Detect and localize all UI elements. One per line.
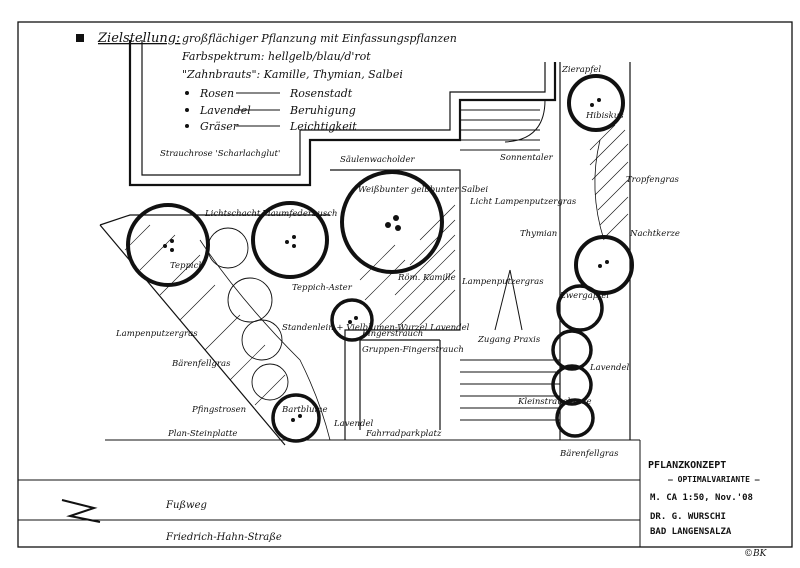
- shrub-row-3: [555, 398, 595, 438]
- plant-symbols: [126, 74, 634, 443]
- label-plan-steinplatte: Plan-Steinplatte: [167, 429, 237, 439]
- central-hatching: [359, 204, 456, 326]
- label-baerenfell-2: Bärenfellgras: [559, 449, 619, 459]
- label-tropfengras: Tropfengras: [626, 175, 680, 185]
- goals-block: Zielstellung: großflächiger Pflanzung mi…: [76, 31, 457, 133]
- place-text: BAD LANGENSALZA: [650, 527, 732, 537]
- right-strip-hatching: [589, 124, 629, 239]
- label-licht-lampen: Licht Lampenputzergras: [469, 197, 577, 207]
- label-zugang: Zugang Praxis: [477, 335, 541, 345]
- shrub-small: [330, 298, 374, 342]
- label-baerenfell-1: Bärenfellgras: [171, 359, 231, 369]
- scale-text: M. CA 1:50, Nov.'08: [650, 493, 753, 503]
- triangle-hatching: [124, 224, 286, 406]
- label-zwergapfel: Zwergapfel: [559, 291, 609, 301]
- goal-line-5: Lavendel: [199, 104, 251, 117]
- sheet-border: [17, 21, 793, 548]
- goal-meaning-1: Rosenstadt: [289, 87, 353, 100]
- label-standenlein: Standenlein + Vielblumen-Wurzel Lavendel: [282, 323, 470, 333]
- tree-flaumfeder: [251, 201, 329, 279]
- tree-salbei: [340, 170, 444, 274]
- shrub-zwergapfel: [556, 284, 604, 332]
- goal-line-3: "Zahnbrauts": Kamille, Thymian, Salbei: [182, 68, 403, 81]
- north-arrow-icon: [61, 499, 101, 523]
- goal-meaning-2: Beruhigung: [289, 104, 356, 117]
- tree-nachtkerze: [574, 235, 634, 295]
- label-weissbunt: Weißbunter gelbbunter Salbei: [358, 185, 488, 195]
- label-fussweg: Fußweg: [165, 500, 207, 511]
- tree-center-dots: [163, 98, 609, 422]
- label-fingerstrauch-1: Fingerstrauch: [361, 329, 423, 339]
- goal-line-6: Gräser: [200, 120, 239, 133]
- title-block: PFLANZKONZEPT – OPTIMALVARIANTE – M. CA …: [648, 460, 768, 559]
- pavement-lines: [18, 359, 641, 547]
- label-nachtkerze: Nachtkerze: [629, 229, 680, 239]
- goal-line-1: großflächiger Pflanzung mit Einfassungsp…: [182, 32, 457, 45]
- goal-meaning-3: Leichtigkeit: [289, 120, 357, 133]
- subtitle-text: – OPTIMALVARIANTE –: [668, 475, 760, 484]
- label-zierapfel: Zierapfel: [561, 65, 601, 75]
- label-lampenputzer-1: Lampenputzergras: [461, 277, 544, 287]
- label-lavendel-2: Lavendel: [333, 419, 373, 429]
- label-strauchrose: Strauchrose 'Scharlachglut': [160, 149, 280, 159]
- plant-labels: Zierapfel Hibiskus Strauchrose 'Scharlac…: [115, 65, 680, 543]
- label-hibiskus: Hibiskus: [585, 111, 624, 121]
- label-fingerstrauch-2: Gruppen-Fingerstrauch: [362, 345, 464, 355]
- label-kleinstrauchrose: Kleinstrauchrose: [517, 397, 591, 407]
- title-text: PFLANZKONZEPT: [648, 460, 726, 471]
- label-kamille: Röm. Kamille: [397, 273, 456, 283]
- shrub-light-2: [227, 277, 273, 323]
- label-bartblume: Bartblume: [281, 405, 328, 415]
- tree-hibiskus: [567, 74, 625, 132]
- access-arrow: [494, 269, 523, 331]
- label-lavendel: Lavendel: [589, 363, 629, 373]
- goals-heading: Zielstellung:: [97, 31, 180, 46]
- shrub-row-1: [551, 329, 593, 371]
- shrub-row-2: [551, 364, 593, 406]
- label-sonnentaler: Sonnentaler: [500, 153, 554, 163]
- label-lampenputzer-2: Lampenputzergras: [115, 329, 198, 339]
- entrance-stairs: [460, 109, 540, 151]
- goal-line-4: Rosen: [199, 87, 234, 100]
- label-strasse: Friedrich-Hahn-Straße: [165, 532, 282, 543]
- label-flaumfeder: Flaumfederbusch: [261, 209, 337, 219]
- shrub-light-4: [251, 363, 289, 401]
- tree-bartblume: [271, 393, 321, 443]
- label-saeulenwacholder: Säulenwacholder: [340, 155, 415, 165]
- label-teppich-aster: Teppich-Aster: [292, 283, 353, 293]
- copyright-text: ©BK: [744, 549, 768, 559]
- author-text: DR. G. WURSCHI: [650, 512, 726, 522]
- label-lichtschacht: Lichtschacht: [204, 209, 261, 219]
- goal-line-2: Farbspektrum: hellgelb/blau/d'rot: [181, 50, 371, 63]
- label-teppich: Teppich: [170, 261, 204, 271]
- goals-bullet-icon: [76, 34, 84, 42]
- shrub-light-1: [207, 227, 249, 269]
- label-pfingstrosen: Pfingstrosen: [191, 405, 246, 415]
- label-thymian: Thymian: [520, 229, 557, 239]
- label-fahrrad: Fahrradparkplatz: [365, 429, 442, 439]
- central-bed: [330, 169, 461, 440]
- tree-teppich: [126, 203, 210, 287]
- shrub-light-3: [241, 319, 283, 361]
